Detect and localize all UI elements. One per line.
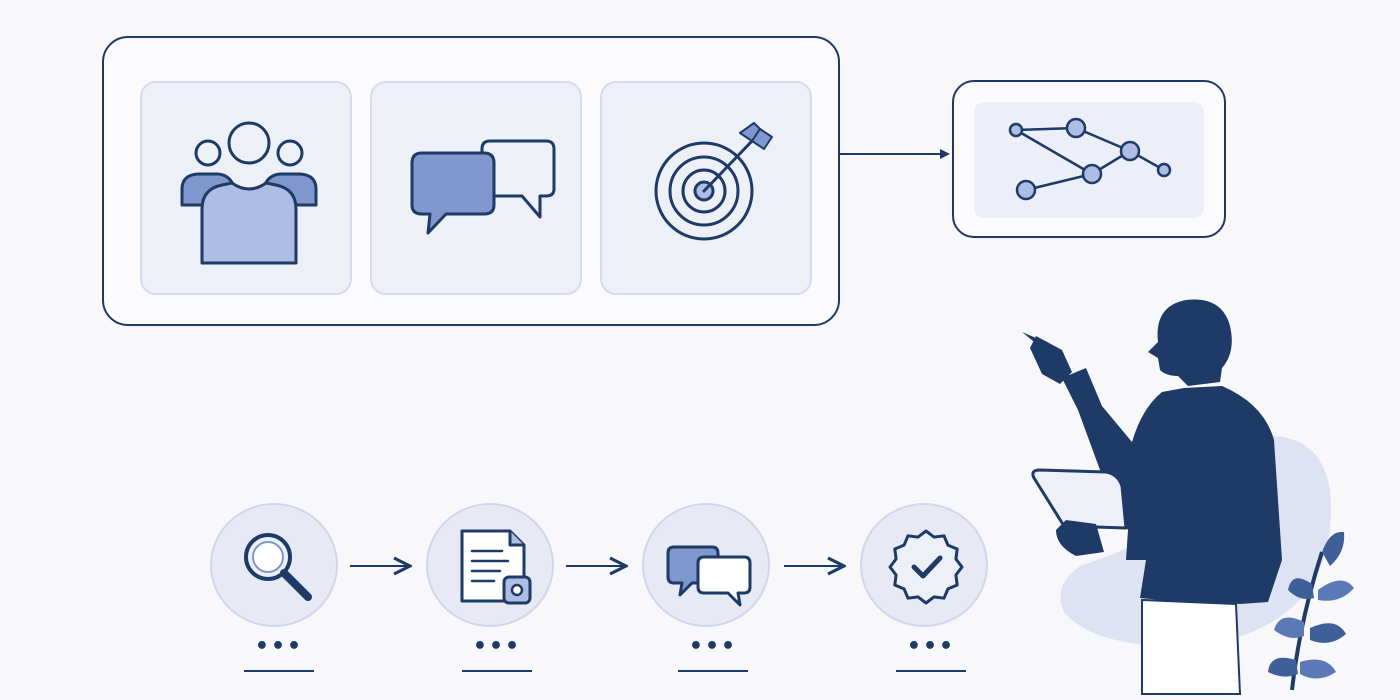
panel-connector xyxy=(840,149,950,159)
result-tile xyxy=(974,102,1204,218)
step-label-document: ••• xyxy=(462,636,532,672)
presenter-illustration xyxy=(1022,299,1331,695)
group-panel xyxy=(102,36,840,326)
tile-target xyxy=(600,81,812,295)
step-label-verified: ••• xyxy=(896,636,966,672)
verified-badge-icon xyxy=(888,529,964,605)
step-label-discussion: ••• xyxy=(678,636,748,672)
step-document xyxy=(426,503,554,627)
result-panel xyxy=(952,80,1226,238)
document-lock-icon xyxy=(460,529,532,605)
chat-bubbles-icon xyxy=(410,139,556,235)
tile-team xyxy=(140,81,352,295)
tile-chat xyxy=(370,81,582,295)
step-verified xyxy=(860,503,988,627)
step-discussion xyxy=(642,503,770,627)
step-search xyxy=(210,503,338,627)
network-graph-icon xyxy=(1008,117,1172,201)
magnifier-icon xyxy=(244,533,312,601)
chat-bubbles-icon xyxy=(666,545,752,607)
step-label-search: ••• xyxy=(244,636,314,672)
plant-illustration xyxy=(1268,531,1354,691)
team-icon xyxy=(180,121,318,265)
target-arrow-icon xyxy=(654,122,773,241)
